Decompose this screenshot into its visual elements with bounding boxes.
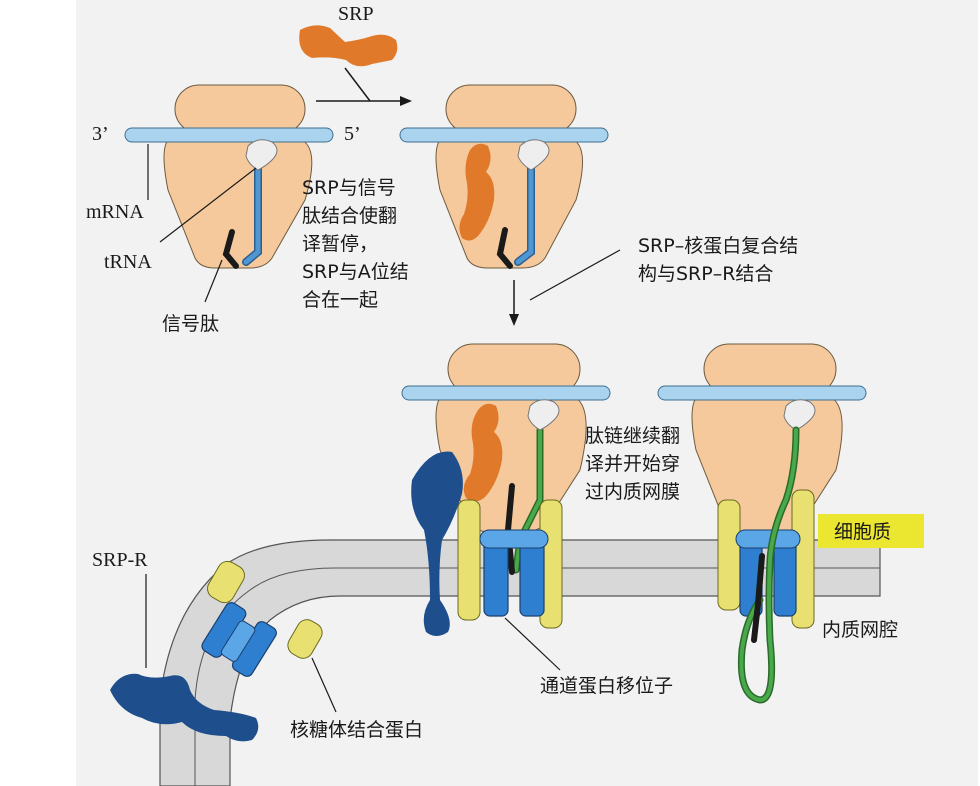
trna-1-head: [245, 139, 278, 171]
label-ribosome-receptor: 核糖体结合蛋白: [290, 719, 423, 741]
trna-2-core: [515, 165, 534, 265]
mrna-strand-1: [124, 127, 334, 143]
note-complex-line-2: 构与SRP–R结合: [638, 263, 773, 285]
translocon-4-top: [735, 529, 801, 549]
arrow-step-2-head: [509, 314, 519, 326]
label-mrna: mRNA: [86, 201, 144, 223]
cytoplasm-tag: [818, 514, 924, 548]
srp-receptor-free: [110, 673, 259, 742]
label-trna: tRNA: [104, 251, 152, 273]
note-srp-binding: SRP与信号 肽结合使翻 译暂停， SRP与A位结 合在一起: [302, 177, 409, 311]
arrow-srp-binding: [344, 67, 371, 102]
srp-bound-3: [463, 403, 503, 502]
srp-particle: [299, 25, 398, 67]
ribosome-2: [399, 84, 609, 269]
ribosome-receptor-1a: [207, 560, 245, 604]
ribosome-receptor-3a: [717, 499, 741, 611]
ribosome-3: [401, 343, 611, 575]
label-er-lumen: 内质网腔: [822, 619, 898, 641]
signal-peptide-2: [496, 227, 513, 269]
label-3-prime: 3’: [92, 123, 109, 145]
trna-4-head: [783, 399, 816, 431]
mrna-strand-2: [399, 127, 609, 143]
signal-peptide-1: [222, 229, 239, 269]
mrna-strand-3: [401, 385, 611, 401]
translocon-closed-center: [220, 620, 256, 662]
note-complex: SRP–核蛋白复合结 构与SRP–R结合: [638, 235, 798, 285]
label-translocon: 通道蛋白移位子: [540, 675, 673, 697]
leader-signal-peptide: [204, 259, 223, 303]
ribosome-receptor-1b: [287, 619, 323, 659]
translocon-closed: [201, 602, 277, 677]
leader-complex-note: [529, 249, 621, 301]
ribosome-1: [124, 84, 334, 269]
note-srp-binding-line-1: SRP与信号: [302, 177, 396, 199]
ribosome-receptor-2a: [457, 499, 481, 621]
leader-trna: [159, 167, 257, 243]
label-srp: SRP: [338, 3, 374, 25]
ribosome-2-large-subunit: [445, 84, 577, 134]
note-continue-line-1: 肽链继续翻: [585, 425, 680, 447]
nascent-chain-3-core: [514, 428, 542, 572]
leader-ribosome-receptor: [311, 657, 337, 713]
note-continue: 肽链继续翻 译并开始穿 过内质网膜: [585, 425, 680, 503]
note-srp-binding-line-5: 合在一起: [302, 289, 378, 311]
trna-3-head: [527, 399, 560, 431]
label-srp-r: SRP-R: [92, 549, 148, 571]
nascent-chain-4-core: [739, 428, 798, 703]
label-signal-peptide: 信号肽: [162, 313, 219, 335]
arrow-step-1-head: [400, 96, 412, 106]
trna-2-head: [517, 139, 550, 171]
trna-1-core: [243, 165, 261, 265]
note-continue-line-2: 译并开始穿: [585, 453, 680, 475]
note-srp-binding-line-4: SRP与A位结: [302, 261, 409, 283]
leader-translocon: [504, 617, 561, 671]
translocon-open: [479, 529, 549, 617]
mrna-strand-4: [657, 385, 867, 401]
srp-receptor-bound: [411, 451, 463, 636]
note-continue-line-3: 过内质网膜: [585, 481, 680, 503]
ribosome-1-large-subunit: [174, 84, 306, 134]
er-membrane-midline: [194, 567, 880, 786]
ribosome-1-small-subunit: [163, 139, 313, 269]
label-cytoplasm: 细胞质: [834, 521, 891, 543]
note-complex-line-1: SRP–核蛋白复合结: [638, 235, 798, 257]
label-5-prime: 5’: [344, 123, 361, 145]
srp-bound-2: [459, 143, 495, 241]
note-srp-binding-line-2: 肽结合使翻: [302, 205, 397, 227]
note-srp-binding-line-3: 译暂停，: [302, 233, 378, 255]
translocon-open-top: [479, 529, 549, 549]
signal-peptide-4: [751, 553, 765, 643]
